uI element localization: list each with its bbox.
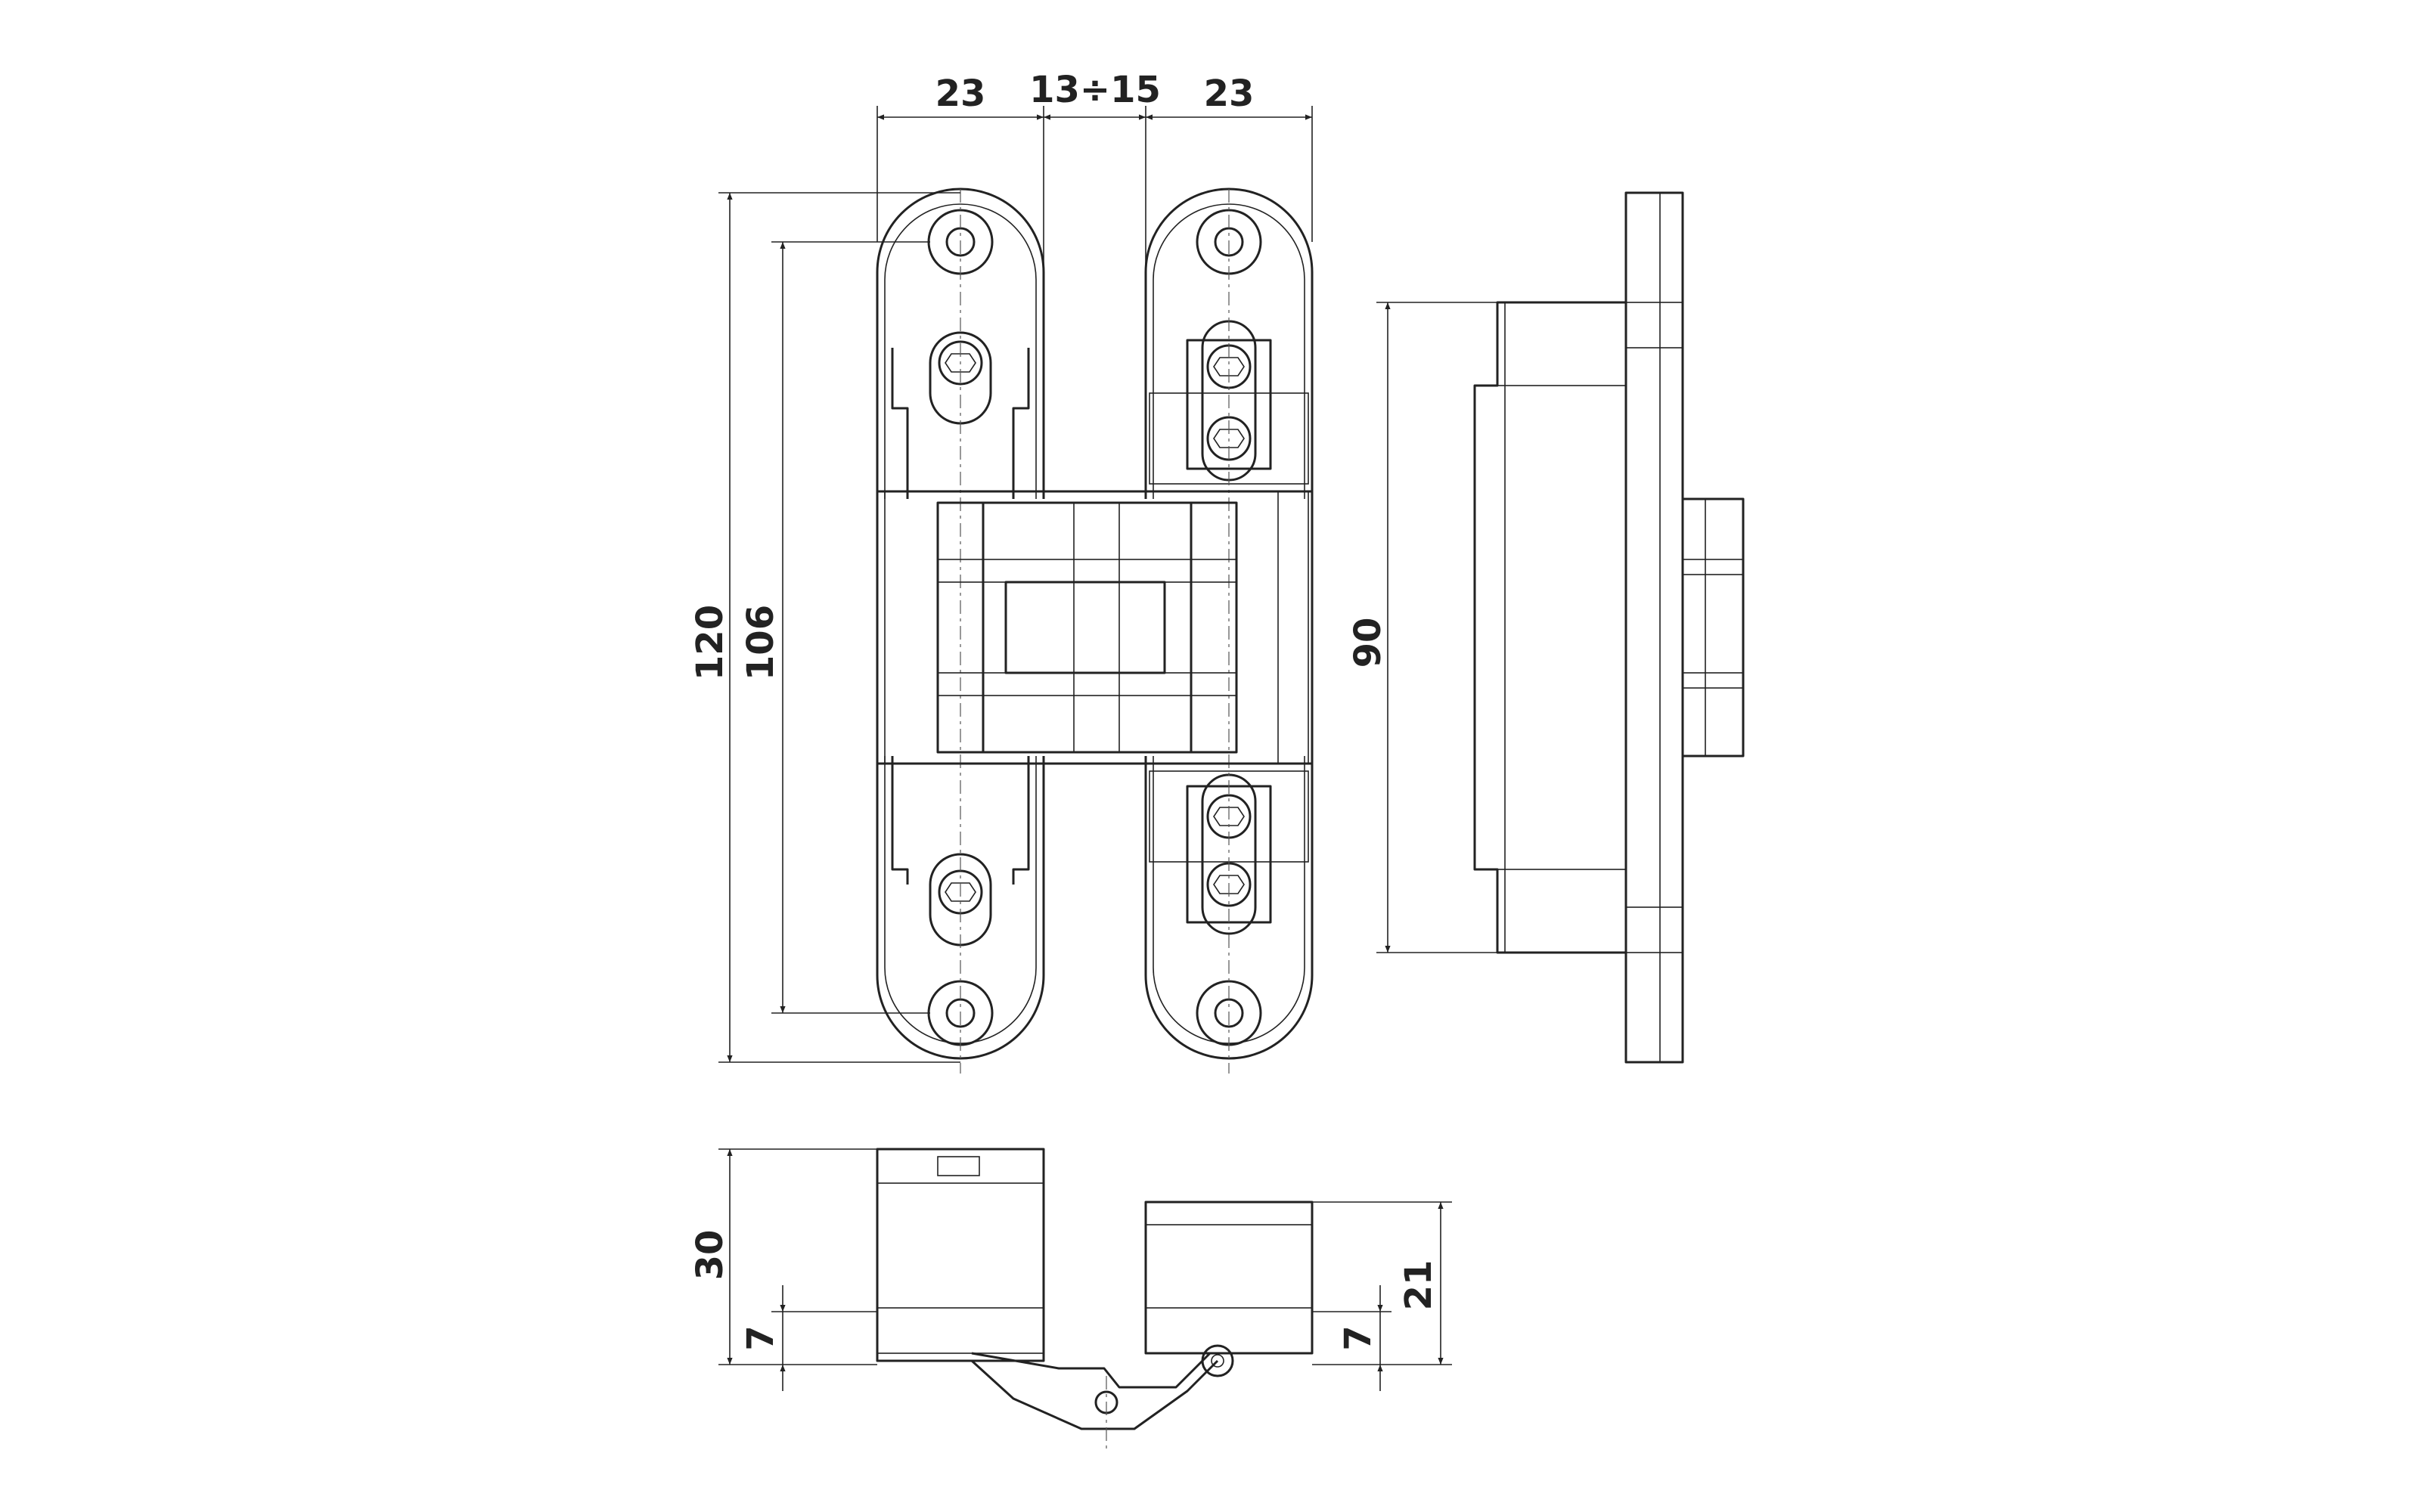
hex-screw-icon [938, 340, 983, 386]
dim-total-height: 120 [689, 605, 731, 680]
dim-left-depth: 30 [689, 1230, 731, 1281]
dim-body-height: 90 [1347, 618, 1389, 668]
hinge-body [876, 490, 1314, 765]
dim-right-depth: 21 [1398, 1260, 1440, 1311]
front-view: 23 13÷15 23 120 106 [689, 69, 1314, 1074]
bottom-view: 30 7 7 21 [689, 1148, 1452, 1452]
dim-right-offset: 7 [1337, 1325, 1379, 1350]
dim-leaf-width-left: 23 [935, 73, 986, 115]
left-leaf [876, 187, 1045, 1074]
dim-gap: 13÷15 [1029, 69, 1161, 111]
pivot-block [1681, 497, 1745, 758]
dim-left-offset: 7 [740, 1325, 782, 1350]
dim-screw-spacing: 106 [740, 605, 782, 680]
linkage-arm [971, 1352, 1212, 1389]
dim-leaf-width-right: 23 [1204, 73, 1255, 115]
flange-plate [1624, 191, 1684, 1064]
left-block [876, 1148, 1045, 1362]
side-view: 90 [1347, 191, 1745, 1064]
right-leaf [1144, 187, 1314, 1074]
